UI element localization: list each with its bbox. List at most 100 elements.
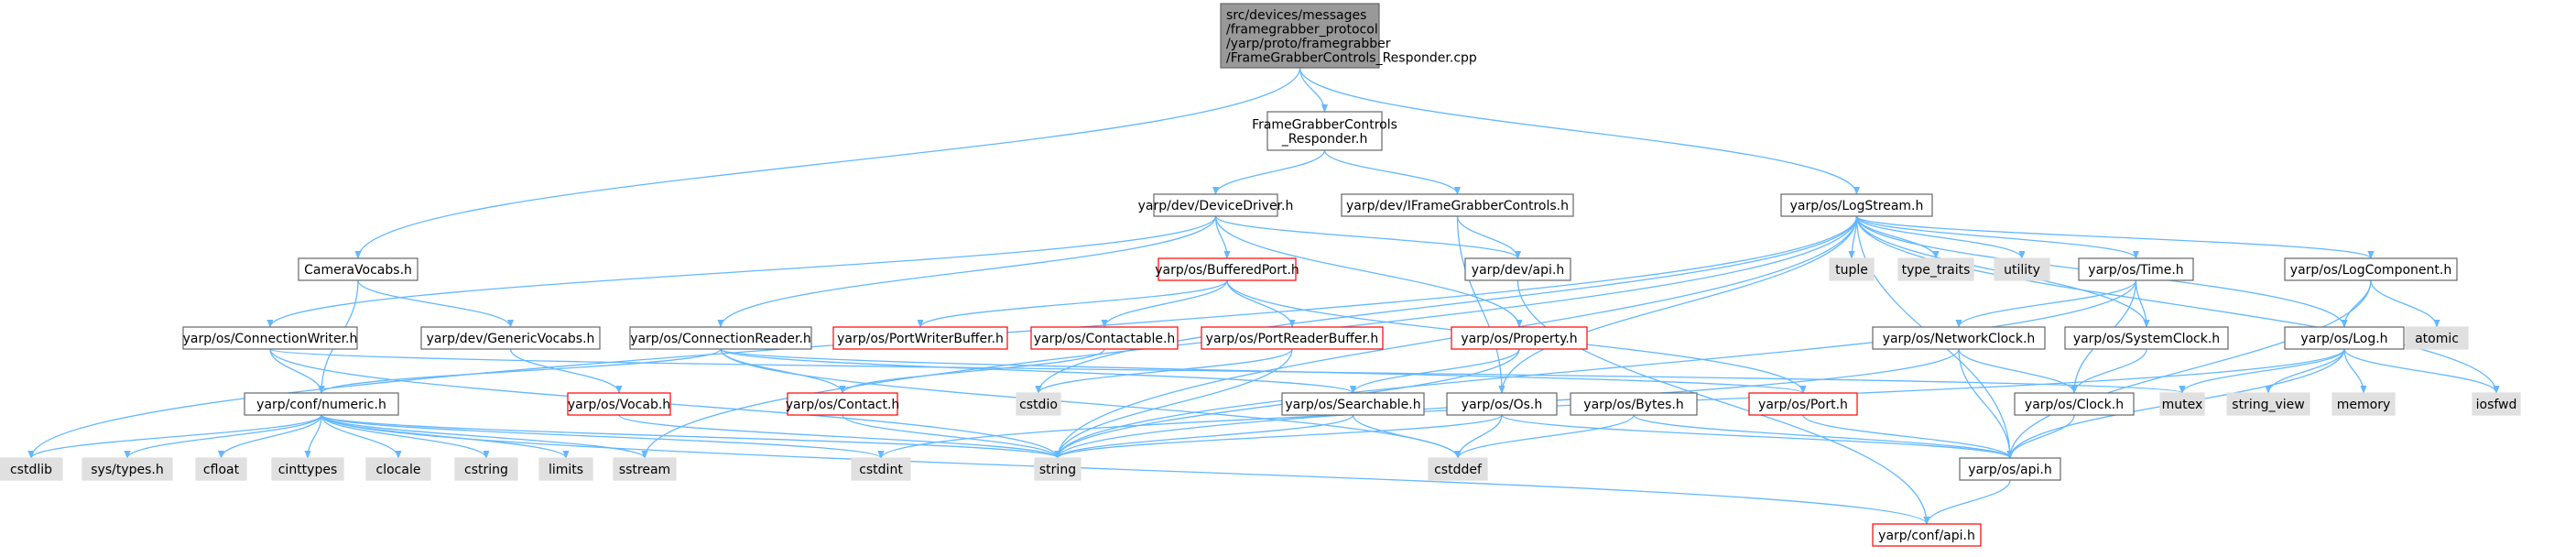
node-label: yarp/os/api.h [1968,463,2051,477]
node-box [195,457,247,481]
node-label: /framegrabber_protocol [1226,22,1378,37]
node-buffered-port[interactable]: yarp/os/BufferedPort.h [1155,257,1299,281]
node-cstring[interactable]: cstring [454,457,518,481]
edge-root-to-log-stream [1299,67,1861,195]
node-label: src/devices/messages [1226,8,1366,23]
node-contact[interactable]: yarp/os/Contact.h [786,392,900,416]
node-sstream[interactable]: sstream [613,457,677,481]
node-port-writer-buffer[interactable]: yarp/os/PortWriterBuffer.h [832,326,1008,350]
node-box [1158,257,1297,281]
node-memory[interactable]: memory [2331,392,2396,416]
node-label: mutex [2162,398,2203,412]
node-string[interactable]: string [1034,457,1081,481]
node-box [182,326,358,350]
node-label: /FrameGrabberControls_Responder.cpp [1226,50,1477,65]
node-box [1994,257,2050,281]
edge-log-h-to-memory [2343,348,2367,394]
node-label: yarp/os/Time.h [2088,263,2183,278]
edge-device-driver-to-property [1214,215,1523,328]
node-log-component[interactable]: yarp/os/LogComponent.h [2284,257,2458,281]
edge-conf-numeric-to-cstring [321,414,490,459]
node-iosfwd[interactable]: iosfwd [2472,392,2521,416]
node-type-traits[interactable]: type_traits [1897,257,1974,281]
node-ifgc[interactable]: yarp/dev/IFrameGrabberControls.h [1341,193,1574,217]
edge-root-to-fgc-responder [1299,67,1329,113]
node-box [1428,457,1488,481]
node-clocale[interactable]: clocale [365,457,431,481]
node-cstdlib[interactable]: cstdlib [0,457,63,481]
node-device-driver[interactable]: yarp/dev/DeviceDriver.h [1138,193,1294,217]
node-cstdio[interactable]: cstdio [1016,392,1061,416]
node-network-clock[interactable]: yarp/os/NetworkClock.h [1872,326,2046,350]
node-box [1959,457,2061,481]
edge-log-h-to-iosfwd [2343,348,2500,394]
node-mutex[interactable]: mutex [2159,392,2205,416]
node-box [2226,392,2310,416]
edge-conf-numeric-to-sstream [321,414,648,459]
nodes-layer: src/devices/messages/framegrabber_protoc… [0,3,2521,547]
node-clock-h[interactable]: yarp/os/Clock.h [2014,392,2135,416]
node-os-api[interactable]: yarp/os/api.h [1959,457,2061,481]
node-label: limits [549,463,583,477]
node-label: yarp/os/Port.h [1758,398,1848,412]
edge-buffered-port-to-port-reader-buffer [1226,279,1296,328]
edge-log-stream-to-iosfwd [1855,215,2500,394]
node-bytes-h[interactable]: yarp/os/Bytes.h [1570,392,1698,416]
node-atomic[interactable]: atomic [2405,326,2469,350]
node-cinttypes[interactable]: cinttypes [271,457,344,481]
node-searchable[interactable]: yarp/os/Searchable.h [1281,392,1425,416]
node-vocab[interactable]: yarp/os/Vocab.h [567,392,671,416]
node-label: yarp/os/LogComponent.h [2290,263,2451,278]
node-box [1780,193,1933,217]
node-cstddef[interactable]: cstddef [1428,457,1488,481]
node-port-h[interactable]: yarp/os/Port.h [1748,392,1858,416]
node-label: /yarp/proto/framegrabber [1226,37,1391,51]
node-connection-reader[interactable]: yarp/os/ConnectionReader.h [629,326,812,350]
edge-buffered-port-to-contactable [1101,279,1228,328]
node-system-clock[interactable]: yarp/os/SystemClock.h [2064,326,2229,350]
edge-log-component-to-atomic [2370,279,2440,328]
edge-log-stream-to-log-component [1855,215,2375,259]
node-label: yarp/os/PortReaderBuffer.h [1206,332,1379,346]
node-label: yarp/os/ConnectionReader.h [630,332,811,346]
edge-bytes-h-to-cstddef [1454,414,1635,459]
edge-dev-api-to-conf-api [1516,279,1930,525]
node-box [1872,326,2046,350]
node-log-stream[interactable]: yarp/os/LogStream.h [1780,193,1933,217]
node-label: yarp/dev/IFrameGrabberControls.h [1346,199,1569,213]
node-tuple[interactable]: tuple [1829,257,1875,281]
node-conf-api[interactable]: yarp/conf/api.h [1872,523,1982,547]
node-fgc-responder[interactable]: FrameGrabberControls_Responder.h [1252,111,1397,151]
node-dev-api[interactable]: yarp/dev/api.h [1464,257,1571,281]
edge-searchable-to-string [1054,414,1354,459]
node-connection-writer[interactable]: yarp/os/ConnectionWriter.h [182,326,358,350]
node-sys-types[interactable]: sys/types.h [82,457,173,481]
node-box [1451,326,1588,350]
edge-system-clock-to-clock-h [2071,348,2147,394]
edge-fgc-responder-to-ifgc [1323,149,1462,195]
node-generic-vocabs[interactable]: yarp/dev/GenericVocabs.h [420,326,601,350]
node-limits[interactable]: limits [538,457,593,481]
node-box [613,457,677,481]
edge-log-h-to-mutex [2179,348,2345,394]
node-cstdint[interactable]: cstdint [851,457,911,481]
node-port-reader-buffer[interactable]: yarp/os/PortReaderBuffer.h [1201,326,1384,350]
node-property[interactable]: yarp/os/Property.h [1451,326,1588,350]
node-utility[interactable]: utility [1994,257,2050,281]
node-contactable[interactable]: yarp/os/Contactable.h [1030,326,1179,350]
node-os-h[interactable]: yarp/os/Os.h [1446,392,1558,416]
node-camera-vocabs[interactable]: CameraVocabs.h [298,257,418,281]
edge-os-h-to-os-api [1501,414,2014,459]
node-log-h[interactable]: yarp/os/Log.h [2284,326,2405,350]
edge-log-component-to-os-api [2006,279,2372,459]
node-label: cstdlib [10,463,52,477]
edge-generic-vocabs-to-vocab [509,348,623,394]
node-cfloat[interactable]: cfloat [195,457,247,481]
edge-os-h-to-string [1054,414,1503,459]
node-string-view[interactable]: string_view [2226,392,2310,416]
node-label: cfloat [203,463,240,477]
node-box [1748,392,1858,416]
node-root[interactable]: src/devices/messages/framegrabber_protoc… [1220,3,1477,69]
node-time-h[interactable]: yarp/os/Time.h [2078,257,2194,281]
node-conf-numeric[interactable]: yarp/conf/numeric.h [244,392,399,416]
